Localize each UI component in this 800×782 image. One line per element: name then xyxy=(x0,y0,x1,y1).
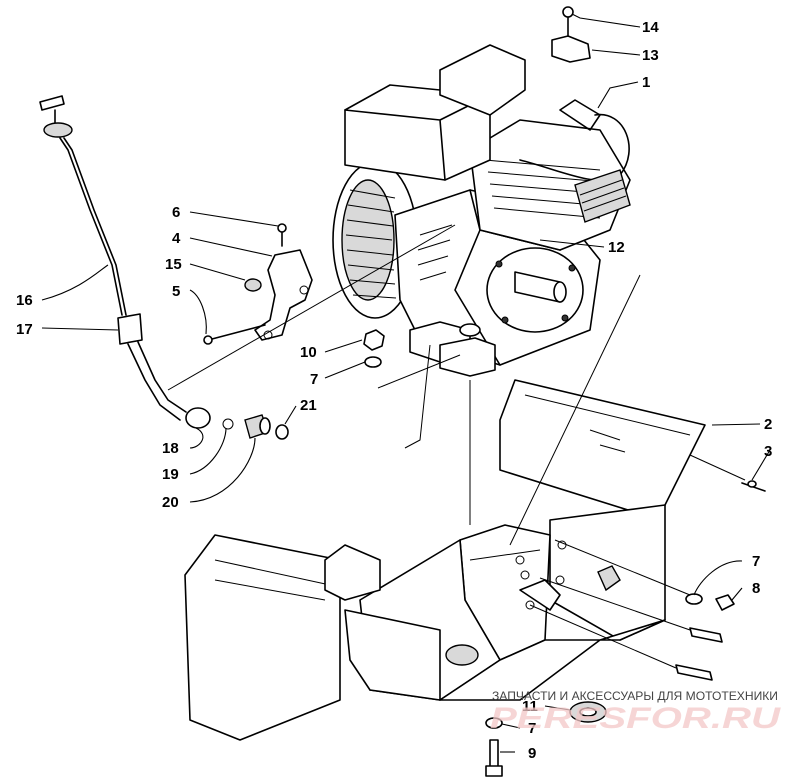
callout-4: 4 xyxy=(172,230,181,247)
callout-21: 21 xyxy=(300,397,317,414)
engine-mount-plate xyxy=(184,379,706,741)
callout-18: 18 xyxy=(162,440,179,457)
callout-11: 11 xyxy=(522,698,538,715)
callout-6: 6 xyxy=(172,204,180,221)
plate-hardware xyxy=(485,480,766,777)
callout-5: 5 xyxy=(172,283,180,300)
callout-7-engine: 7 xyxy=(310,371,318,388)
callout-7-lower: 7 xyxy=(528,720,536,737)
engine-assembly xyxy=(332,44,631,377)
callout-2: 2 xyxy=(764,416,772,433)
callout-7-plate: 7 xyxy=(752,553,760,570)
bracket-assembly xyxy=(203,223,313,345)
callout-labels: 1 2 3 4 5 6 7 7 7 8 9 10 11 12 13 14 15 … xyxy=(16,19,772,762)
assembly-guide-lines xyxy=(167,224,746,669)
callout-15: 15 xyxy=(165,256,182,273)
leader-lines xyxy=(41,13,771,753)
dipstick-assembly xyxy=(39,95,289,440)
watermark: PERESFOR.RU ЗАПЧАСТИ И АКСЕССУАРЫ ДЛЯ МО… xyxy=(490,689,782,735)
callout-8: 8 xyxy=(752,580,760,597)
callout-19: 19 xyxy=(162,466,179,483)
callout-20: 20 xyxy=(162,494,179,511)
callout-3: 3 xyxy=(764,443,772,460)
callout-17: 17 xyxy=(16,321,33,338)
callout-13: 13 xyxy=(642,47,659,64)
upper-clip-hardware xyxy=(551,6,591,63)
callout-9: 9 xyxy=(528,745,536,762)
engine-mount-hardware xyxy=(363,329,385,368)
callout-16: 16 xyxy=(16,292,33,309)
callout-10: 10 xyxy=(300,344,317,361)
callout-12: 12 xyxy=(608,239,625,256)
watermark-logo: PERESFOR.RU xyxy=(490,702,782,735)
callout-1: 1 xyxy=(642,74,650,91)
watermark-tagline: ЗАПЧАСТИ И АКСЕССУАРЫ ДЛЯ МОТОТЕХНИКИ xyxy=(492,689,778,703)
callout-14: 14 xyxy=(642,19,659,36)
